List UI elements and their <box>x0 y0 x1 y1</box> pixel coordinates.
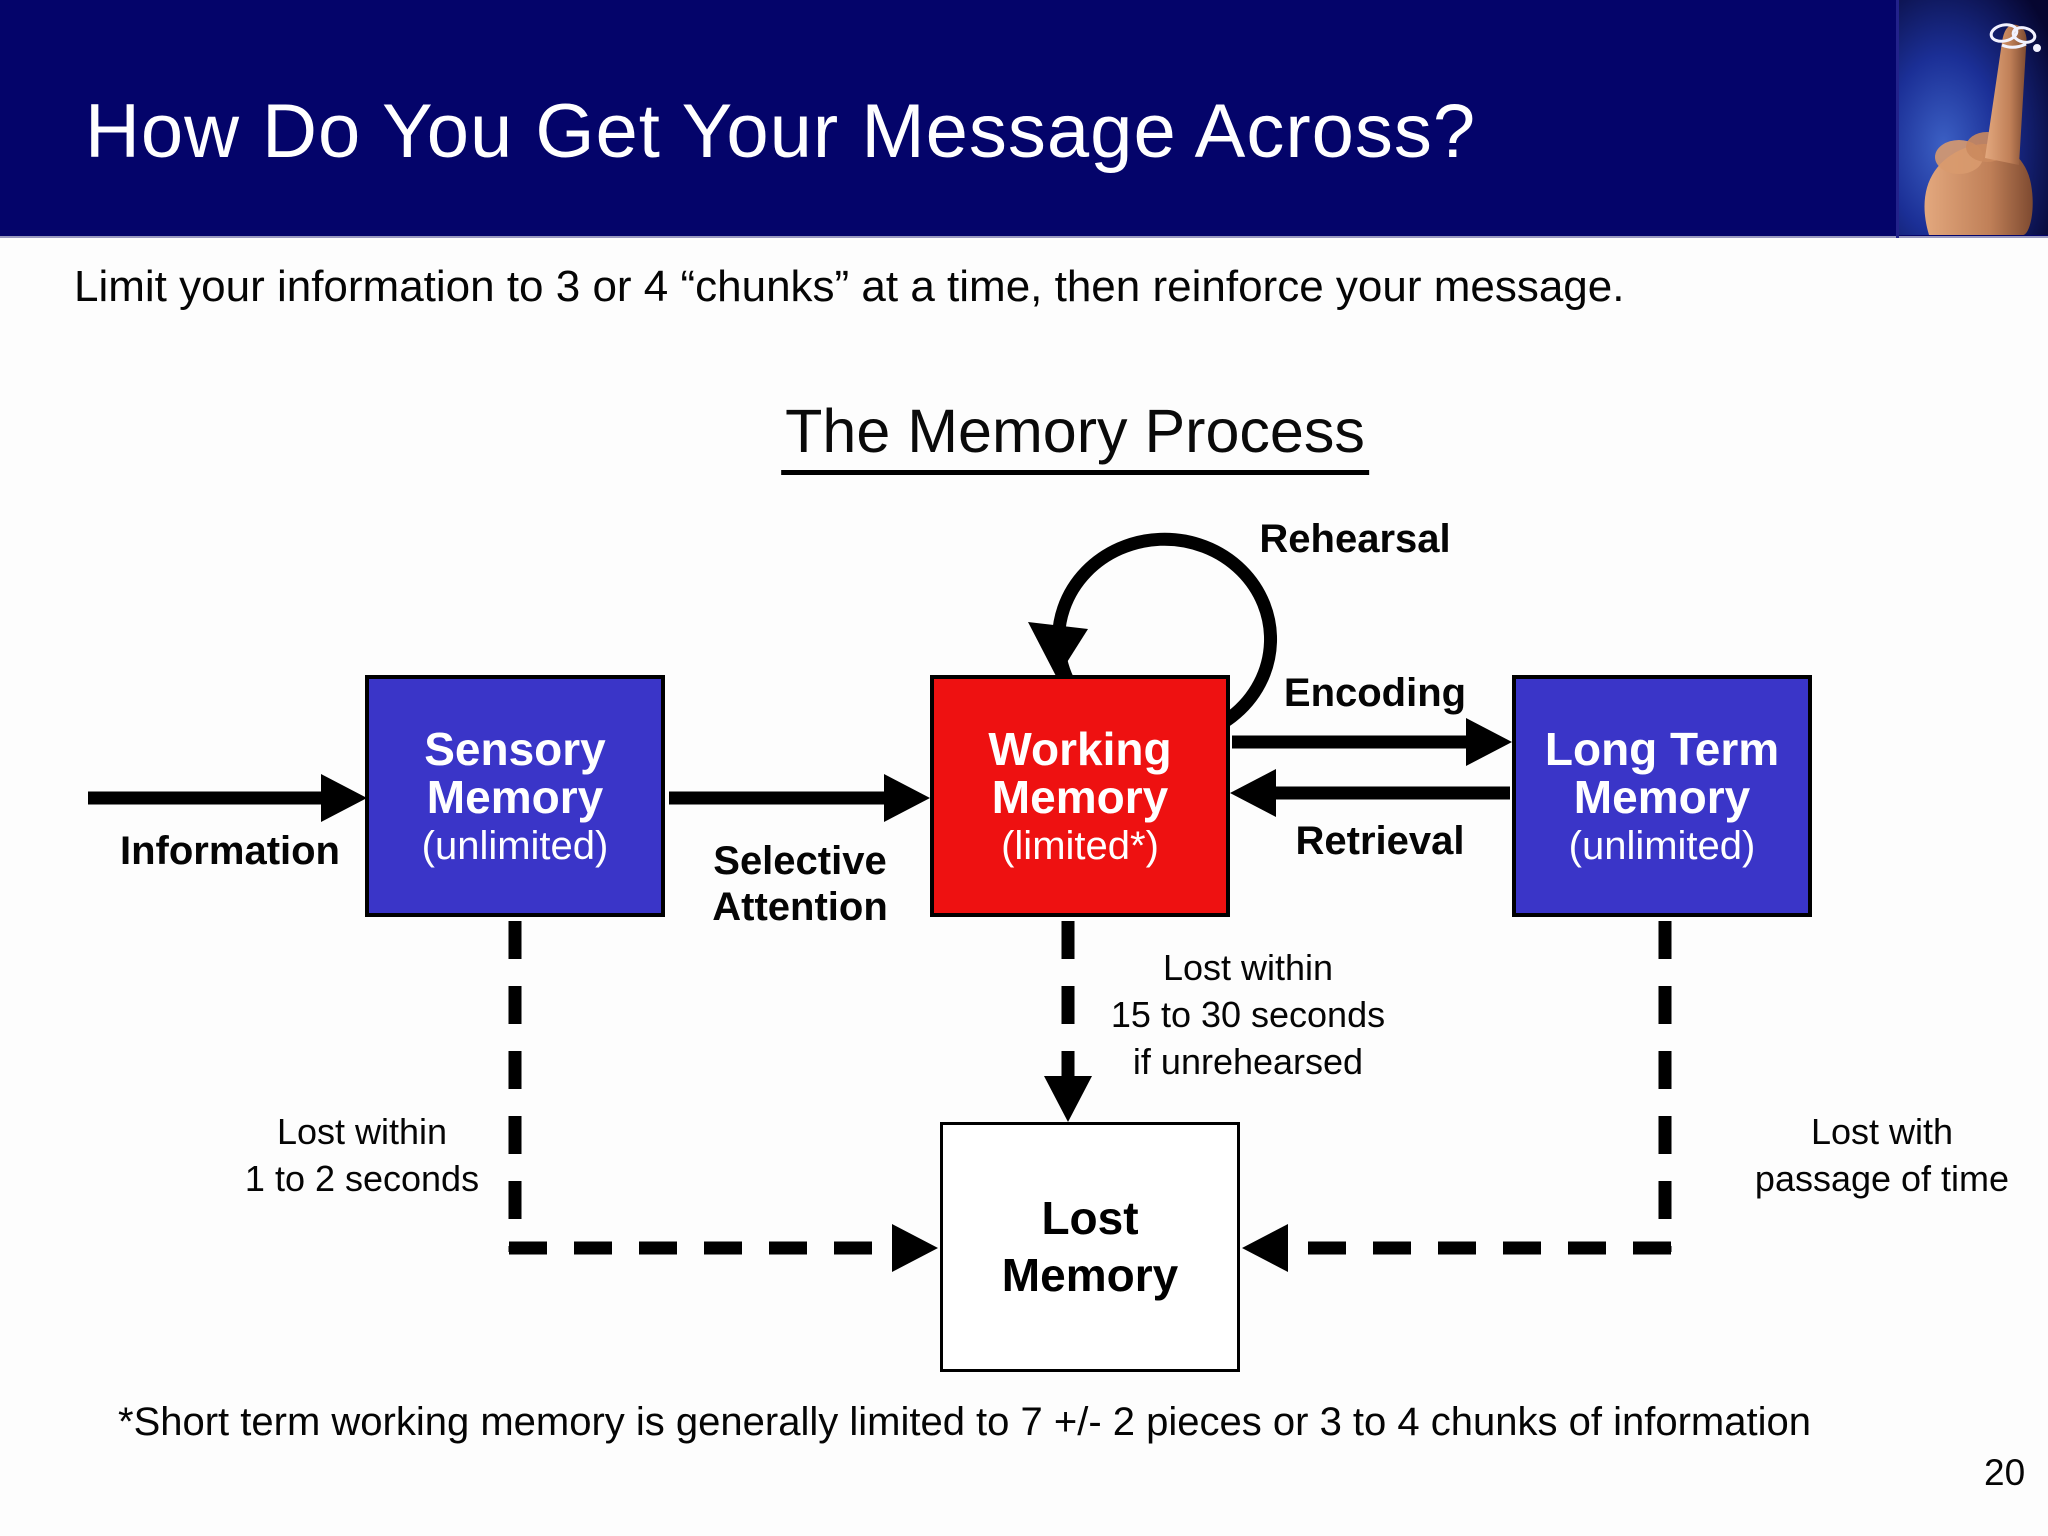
rehearsal-label: Rehearsal <box>1259 517 1451 561</box>
working-memory-label: Memory <box>991 771 1169 824</box>
selective-attention-arrow <box>669 774 930 822</box>
index-finger-shape <box>1985 24 2027 165</box>
working-memory-box: Working Memory (limited*) <box>930 675 1230 917</box>
long-term-loss-note: Lost with passage of time <box>1754 1111 2010 1200</box>
sensory-memory-box: Sensory Memory (unlimited) <box>365 675 665 917</box>
lost-memory-label: Lost <box>1041 1191 1139 1244</box>
lost-memory-label: Memory <box>1001 1249 1179 1301</box>
long-term-memory-capacity: (unlimited) <box>1568 824 1756 869</box>
page-number: 20 <box>1984 1452 2026 1493</box>
slide-title: How Do You Get Your Message Across? <box>85 89 1477 174</box>
long-term-memory-box: Long Term Memory (unlimited) <box>1512 675 1812 917</box>
string-bow <box>1989 23 2041 52</box>
sensory-loss-note: Lost within 1 to 2 seconds <box>244 1111 480 1200</box>
encoding-label: Encoding <box>1283 671 1467 715</box>
diagram-heading: The Memory Process <box>781 396 1369 475</box>
information-arrow <box>88 774 367 822</box>
sensory-memory-capacity: (unlimited) <box>421 824 609 869</box>
sensory-loss-dashed-arrow <box>508 921 938 1272</box>
working-loss-note: Lost within 15 to 30 seconds if unrehear… <box>1110 947 1386 1083</box>
footnote-text: *Short term working memory is generally … <box>118 1400 1811 1444</box>
encoding-arrow <box>1232 718 1512 766</box>
information-label: Information <box>120 829 340 873</box>
sensory-memory-label: Memory <box>426 771 604 824</box>
working-memory-label: Working <box>988 722 1172 775</box>
selective-attention-label: Selective Attention <box>712 839 888 929</box>
sensory-memory-label: Sensory <box>424 722 606 775</box>
subtitle-text: Limit your information to 3 or 4 “chunks… <box>74 262 1625 311</box>
retrieval-label: Retrieval <box>1295 819 1465 863</box>
hand-graphic <box>1899 0 2048 235</box>
header-bar: How Do You Get Your Message Across? <box>0 0 2048 238</box>
working-loss-dashed-arrow <box>1044 921 1092 1122</box>
working-memory-capacity: (limited*) <box>1001 824 1159 869</box>
string-around-finger-image <box>1896 0 2048 238</box>
long-term-memory-label: Long Term <box>1544 722 1780 775</box>
lost-memory-box: Lost Memory <box>940 1122 1240 1372</box>
retrieval-arrow <box>1230 769 1510 817</box>
long-term-memory-label: Memory <box>1573 771 1751 824</box>
